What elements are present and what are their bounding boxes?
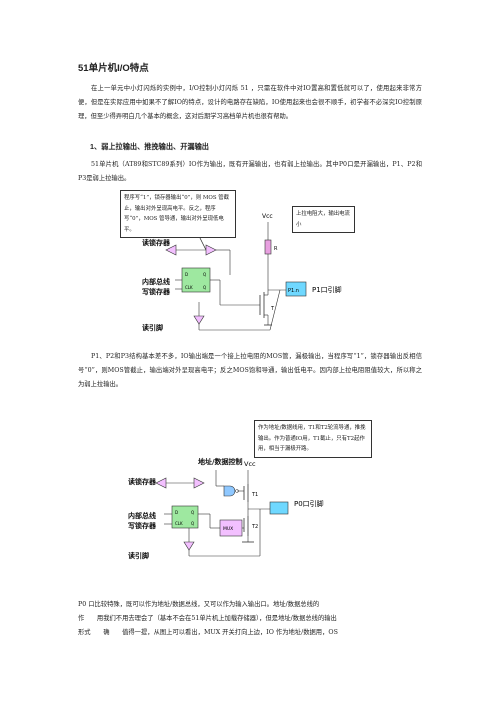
- latch-box-2: [171, 505, 199, 529]
- svg-text:Q: Q: [203, 285, 206, 290]
- figure-p0-circuit: 作为地址/数据线用，T1和T2轮流导通，推挽输出。作为普通IO用，T1截止，只有…: [120, 414, 372, 574]
- port-label-2: P0口引脚: [294, 499, 324, 508]
- pullup-resistor: [264, 239, 272, 255]
- svg-text:T2: T2: [251, 524, 258, 530]
- label-addr-ctrl: 地址/数据控制: [198, 457, 243, 466]
- label-read-latch-2: 读锁存器: [128, 477, 157, 486]
- svg-text:MUX: MUX: [223, 526, 233, 532]
- vcc-label: Vcc: [262, 213, 273, 220]
- callout-p0: 作为地址/数据线用，T1和T2轮流导通，推挽输出。作为普通IO用，T1截止，只有…: [254, 420, 372, 458]
- svg-text:CLK: CLK: [175, 521, 183, 526]
- buffer-read-pin-icon: [193, 315, 205, 325]
- label-read-latch: 读锁存器: [142, 238, 171, 247]
- svg-text:Q: Q: [191, 510, 194, 515]
- label-internal-bus: 内部总线: [142, 277, 170, 286]
- buffer-read-latch-2-icon: [155, 477, 167, 489]
- circuit-diagram-1: 读锁存器 内部总线 写锁存器 读引脚 D Q CLK Q: [142, 213, 342, 332]
- label-write-latch-2: 写锁存器: [128, 521, 157, 530]
- svg-text:T1: T1: [251, 492, 258, 498]
- callout-left: 程序写“1”，锁存器输出“0”，则 MOS 管截止，输出对外呈现高电平。反之，程…: [120, 190, 236, 238]
- paragraph-3-line-2: 作 用我们不用去理会了（基本不会在51单片机上加载存储器），但是地址/数据总线的…: [78, 615, 337, 622]
- svg-text:R: R: [274, 246, 278, 252]
- label-read-pin: 读引脚: [142, 323, 163, 332]
- and-gate-icon: [223, 485, 236, 497]
- svg-text:Q: Q: [191, 521, 194, 526]
- port-label: P1口引脚: [312, 285, 342, 294]
- label-write-latch: 写锁存器: [142, 287, 171, 296]
- svg-text:P1.n: P1.n: [288, 288, 299, 294]
- paragraph-3-line-3: 形式 确 值得一提，从图上可以看出，MUX 开关打向上边，IO 作为地址/数据用…: [78, 629, 338, 636]
- label-read-pin-2: 读引脚: [128, 551, 149, 560]
- label-internal-bus-2: 内部总线: [128, 511, 156, 520]
- pin-box: [285, 281, 307, 297]
- callout-right: 上拉电阻大，输出电流小: [292, 206, 355, 233]
- page-title: 51单片机I/O特点: [78, 63, 149, 74]
- circuit-diagram-2: 地址/数据控制 Vcc 读锁存器 内部总线 写锁存器 读引脚 D Q CLK Q…: [128, 457, 324, 560]
- buffer-top-icon: [205, 244, 217, 256]
- figure-p1-circuit: 程序写“1”，锁存器输出“0”，则 MOS 管截止，输出对外呈现高电平。反之，程…: [120, 190, 360, 350]
- svg-text:D: D: [185, 272, 188, 277]
- buffer-top-2-icon: [193, 477, 205, 489]
- paragraph-2: P1、P2和P3结构基本差不多，IO输出端是一个接上拉电阻的MOS管，漏极输出，…: [78, 353, 422, 388]
- buffer-read-pin-2-icon: [183, 541, 195, 551]
- svg-text:Q: Q: [203, 272, 206, 277]
- section-heading: 1、弱上拉输出、推挽输出、开漏输出: [90, 142, 209, 151]
- paragraph-3-line-1: P0 口比较特殊，既可以作为地址/数据总线，又可以作为输入输出口。地址/数据总线…: [78, 601, 320, 608]
- svg-text:T: T: [270, 306, 275, 312]
- intro-paragraph: 在上一单元中小灯闪烁的实例中，I/O控制小灯闪烁 51 ，只需在软件中对IO置高…: [78, 85, 422, 120]
- latch-box: [181, 267, 211, 293]
- vcc-label-2: Vcc: [244, 460, 256, 468]
- svg-text:CLK: CLK: [185, 285, 193, 290]
- pin-box-2: [269, 501, 289, 515]
- paragraph-1: 51单片机（AT89和STC89系列）IO作为输出，既有开漏输出，也有弱上拉输出…: [78, 161, 422, 182]
- svg-text:D: D: [175, 510, 178, 515]
